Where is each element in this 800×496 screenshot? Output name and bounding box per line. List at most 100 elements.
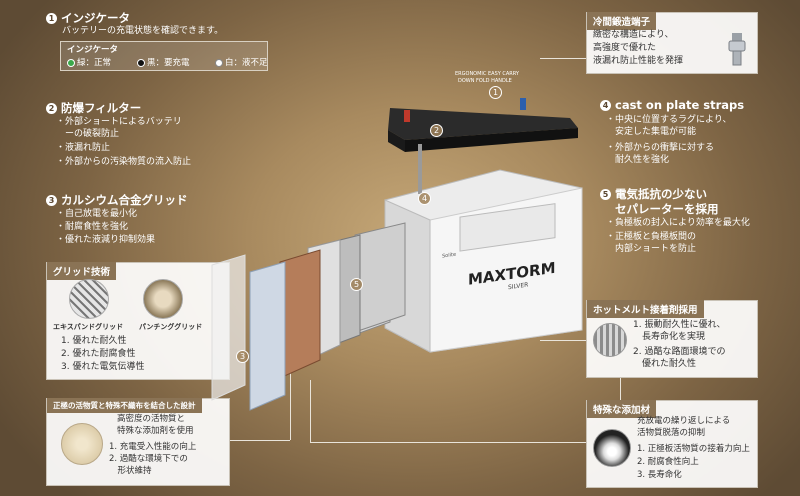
grid-technology-title: グリッド技術 — [47, 262, 117, 280]
white-dot-icon — [215, 58, 223, 67]
expanded-grid-label: エキスパンドグリッド — [53, 323, 124, 331]
section-2-line: ・外部ショートによるバッテリ — [56, 117, 182, 127]
grid-plate — [249, 261, 286, 411]
plate-strap — [418, 144, 422, 194]
hot-melt-box: ホットメルト接着剤採用 1. 振動耐久性に優れ、 長寿命化を実現 2. 過酷な路… — [586, 300, 758, 378]
section-4-number: 4 — [600, 99, 611, 111]
leader-line — [230, 440, 290, 441]
forged-terminal-line: 液漏れ防止性能を発揮 — [593, 56, 684, 66]
battery-exploded-view: ERGONOMIC EASY CARRY DOWN FOLD HANDLE MA… — [211, 71, 583, 411]
section-4-line: 耐久性を強化 — [606, 155, 670, 165]
additive-line: 活物質脱落の抑制 — [637, 428, 706, 438]
positive-plate — [279, 249, 321, 379]
battery-lid — [388, 98, 578, 152]
marker-5: 5 — [350, 278, 363, 291]
grid-benefit: 3. 優れた電気伝導性 — [61, 362, 145, 372]
additive-title: 特殊な添加材 — [587, 400, 657, 418]
forged-terminal-line: 緻密な構造により、 — [593, 30, 674, 40]
grid-benefit: 2. 優れた耐腐食性 — [61, 349, 136, 359]
grid-technology-box: グリッド技術 エキスパンドグリッド パンチンググリッド 1. 優れた耐久性 2.… — [46, 262, 230, 380]
punched-grid-label: パンチンググリッド — [139, 323, 203, 331]
punched-grid-image — [143, 279, 183, 319]
separator-sheet — [211, 254, 246, 401]
marker-4: 4 — [418, 192, 431, 205]
section-2-line: ・液漏れ防止 — [56, 143, 111, 153]
leader-line — [310, 442, 586, 443]
legend-label-black: 黒：要充電 — [147, 58, 190, 68]
additive-line: 2. 耐腐食性向上 — [637, 457, 699, 467]
legend-item-green: 緑：正常 — [67, 57, 111, 69]
section-5-line: ・正極板と負極板間の — [606, 232, 697, 242]
brand-subtitle: SILVER — [508, 281, 528, 291]
active-material-line: 1. 充電受入性能の向上 — [109, 442, 197, 452]
section-3-title: 3 カルシウム合金グリッド — [46, 192, 188, 208]
forged-terminal-line: 高強度で優れた — [593, 43, 657, 53]
handle-label-2: DOWN FOLD HANDLE — [458, 78, 512, 84]
hot-melt-line: 1. 振動耐久性に優れ、 — [633, 320, 726, 330]
section-5-heading-1: 電気抵抗の少ない — [615, 187, 707, 201]
leader-line — [540, 58, 586, 59]
handle-label-1: ERGONOMIC EASY CARRY — [455, 71, 520, 77]
section-1-description: バッテリーの充電状態を確認できます。 — [62, 26, 224, 36]
section-2-line: ーの破裂防止 — [56, 129, 120, 139]
additive-line: 1. 正極板活物質の接着力向上 — [637, 444, 750, 454]
section-4-line: ・中央に位置するラグにより、 — [606, 115, 732, 125]
positive-terminal — [404, 110, 410, 122]
indicator-legend-title: インジケータ — [67, 45, 119, 55]
marker-2: 2 — [430, 124, 443, 137]
legend-item-white: 白：液不足 — [215, 57, 268, 69]
additive-line: 充放電の繰り返しによる — [637, 416, 731, 426]
leader-line — [310, 380, 311, 442]
section-3-number: 3 — [46, 194, 57, 206]
section-5-number: 5 — [600, 188, 611, 200]
section-4-heading: cast on plate straps — [615, 98, 745, 112]
section-3-line: ・優れた液減り抑制効果 — [56, 235, 156, 245]
section-2-number: 2 — [46, 102, 57, 114]
negative-terminal — [520, 98, 526, 110]
active-material-line: 形状維持 — [109, 466, 152, 476]
section-2-line: ・外部からの汚染物質の流入防止 — [56, 157, 192, 167]
section-2-heading: 防爆フィルター — [61, 101, 142, 115]
green-dot-icon — [67, 58, 75, 67]
additive-box: 特殊な添加材 充放電の繰り返しによる 活物質脱落の抑制 1. 正極板活物質の接着… — [586, 400, 758, 488]
section-1-number: 1 — [46, 12, 57, 24]
hot-melt-line: 優れた耐久性 — [633, 359, 697, 369]
hot-melt-title: ホットメルト接着剤採用 — [587, 300, 704, 318]
legend-item-black: 黒：要充電 — [137, 57, 190, 69]
leader-line — [540, 340, 586, 341]
legend-label-green: 緑：正常 — [77, 58, 112, 68]
leader-line — [290, 360, 291, 440]
hot-melt-line: 2. 過酷な路面環境での — [633, 347, 726, 357]
leader-line — [620, 378, 621, 400]
small-brand: Solite — [442, 252, 456, 260]
section-5-heading-2: セパレーターを採用 — [615, 202, 719, 216]
forged-terminal-box: 冷間鍛造端子 緻密な構造により、 高強度で優れた 液漏れ防止性能を発揮 — [586, 12, 758, 74]
section-4-title: 4 cast on plate straps — [600, 98, 744, 112]
section-2-title: 2 防爆フィルター — [46, 100, 141, 116]
section-3-line: ・自己放電を最小化 — [56, 209, 138, 219]
terminal-icon — [728, 33, 746, 66]
section-4-line: ・外部からの衝撃に対する — [606, 143, 715, 153]
section-3-line: ・耐腐食性を強化 — [56, 222, 129, 232]
section-5-line: 内部ショートを防止 — [606, 244, 697, 254]
active-material-line: 2. 過酷な環境下での — [109, 454, 188, 464]
section-3-heading: カルシウム合金グリッド — [61, 193, 188, 207]
marker-3: 3 — [236, 350, 249, 363]
active-material-line: 特殊な添加剤を使用 — [117, 426, 194, 436]
additive-line: 3. 長寿命化 — [637, 470, 682, 480]
active-material-box: 正極の活物質と特殊不織布を結合した設計 高密度の活物質と 特殊な添加剤を使用 1… — [46, 398, 230, 486]
expanded-grid-image — [69, 279, 109, 319]
active-material-image — [61, 423, 103, 465]
grid-benefit: 1. 優れた耐久性 — [61, 336, 127, 346]
active-material-title: 正極の活物質と特殊不織布を結合した設計 — [47, 398, 202, 413]
section-4-line: 安定した集電が可能 — [606, 127, 697, 137]
black-dot-icon — [137, 58, 145, 67]
section-1-heading: インジケータ — [61, 11, 130, 25]
forged-terminal-title: 冷間鍛造端子 — [587, 12, 657, 30]
battery-case: MAXTORM SILVER Solite — [384, 169, 583, 353]
section-1-title: 1 インジケータ — [46, 10, 130, 26]
additive-image — [593, 429, 631, 467]
hot-melt-image — [593, 323, 627, 357]
active-material-line: 高密度の活物質と — [117, 414, 186, 424]
hot-melt-line: 長寿命化を実現 — [633, 332, 706, 342]
